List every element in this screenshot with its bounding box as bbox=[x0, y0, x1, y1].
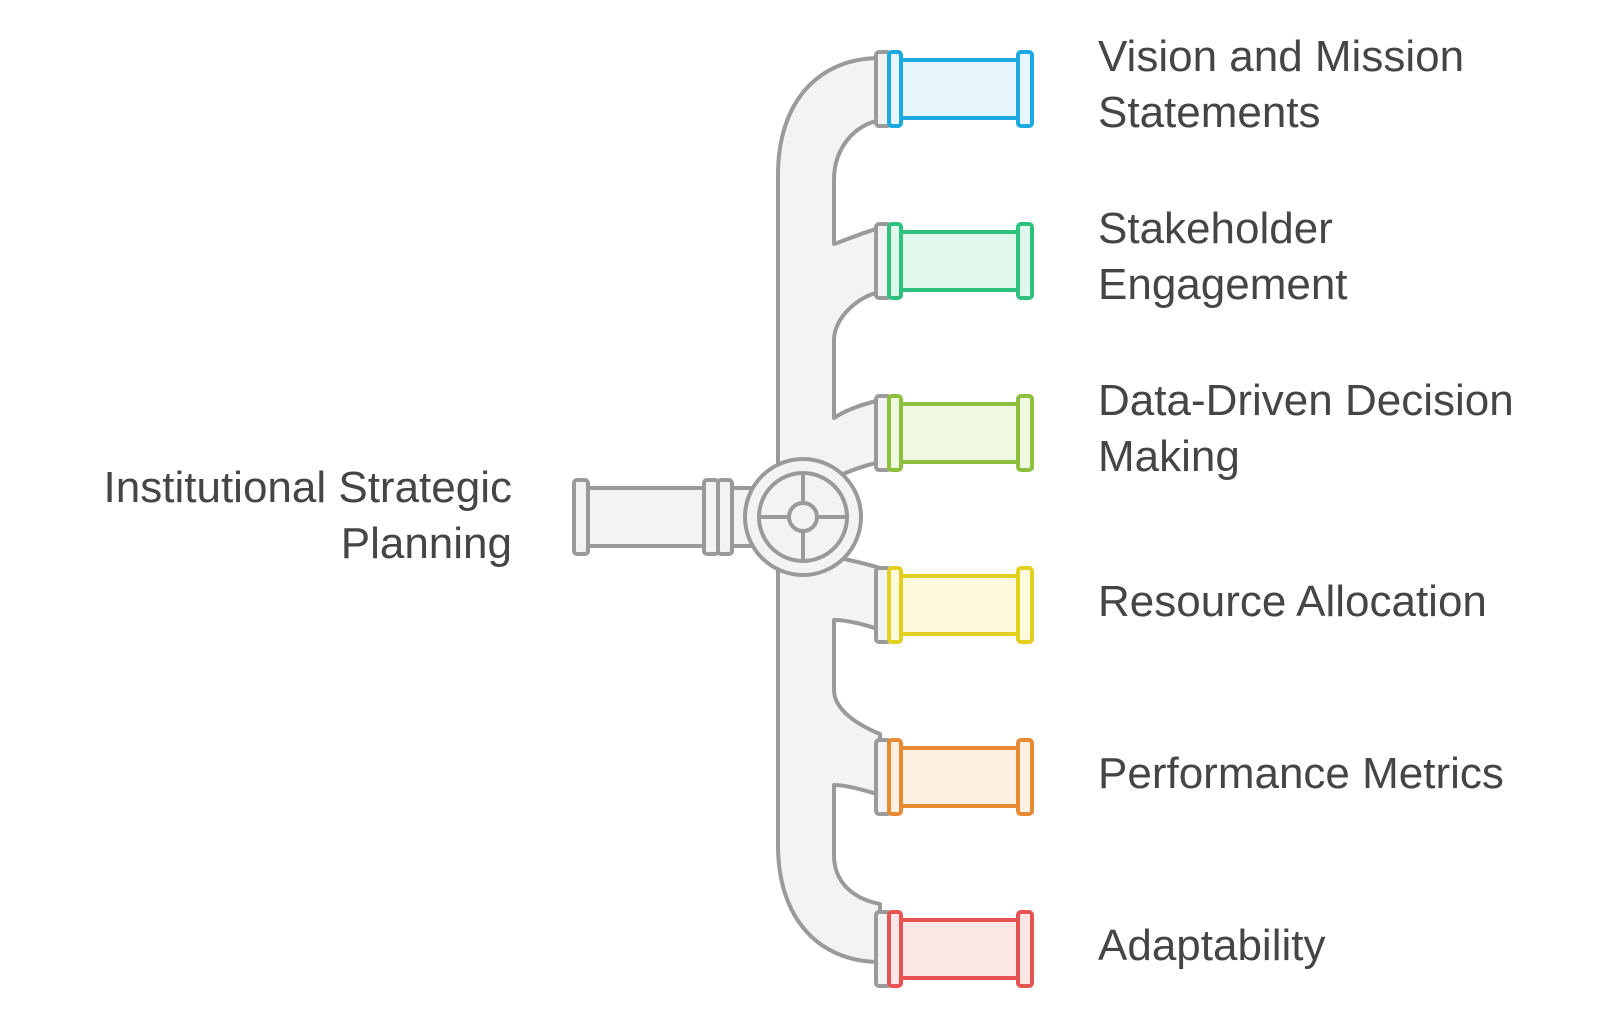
branch-outlet-pipe bbox=[874, 566, 1034, 644]
outlet-end-cap bbox=[1016, 222, 1034, 300]
outlet-inner-flange bbox=[887, 50, 903, 128]
branch-label-line: Statements bbox=[1098, 88, 1321, 137]
branch-label-data-driven: Data-Driven Decision Making bbox=[1098, 373, 1514, 485]
outlet-inner-flange bbox=[887, 738, 903, 816]
branch-label-line: Resource Allocation bbox=[1098, 577, 1487, 626]
outlet-inner-flange bbox=[887, 394, 903, 472]
branch-outlet-pipe bbox=[874, 222, 1034, 300]
source-label-line: Planning bbox=[340, 519, 512, 568]
branch-outlet-pipe bbox=[874, 738, 1034, 816]
branch-label-line: Making bbox=[1098, 432, 1240, 481]
outlet-inner-flange bbox=[887, 910, 903, 988]
branch-label-line: Vision and Mission bbox=[1098, 32, 1465, 81]
outlet-inner-flange bbox=[887, 566, 903, 644]
branch-label-adaptability: Adaptability bbox=[1098, 918, 1325, 974]
branch-label-performance: Performance Metrics bbox=[1098, 746, 1504, 802]
outlet-pipe-body bbox=[898, 918, 1026, 980]
outlet-end-cap bbox=[1016, 738, 1034, 816]
outlet-inner-flange bbox=[887, 222, 903, 300]
outlet-pipe-body bbox=[898, 574, 1026, 636]
valve-wheel-icon bbox=[743, 457, 863, 577]
branch-label-vision-mission: Vision and Mission Statements bbox=[1098, 29, 1464, 141]
branch-label-line: Data-Driven Decision bbox=[1098, 376, 1514, 425]
outlet-end-cap bbox=[1016, 566, 1034, 644]
outlet-end-cap bbox=[1016, 910, 1034, 988]
branch-label-line: Performance Metrics bbox=[1098, 749, 1504, 798]
source-label-line: Institutional Strategic bbox=[103, 463, 512, 512]
branch-outlet-pipe bbox=[874, 50, 1034, 128]
branch-label-line: Adaptability bbox=[1098, 921, 1326, 970]
outlet-pipe-body bbox=[898, 230, 1026, 292]
source-label: Institutional Strategic Planning bbox=[104, 460, 512, 572]
outlet-pipe-body bbox=[898, 746, 1026, 808]
branch-outlet-pipe bbox=[874, 394, 1034, 472]
outlet-pipe-body bbox=[898, 402, 1026, 464]
branch-label-resource: Resource Allocation bbox=[1098, 574, 1487, 630]
branch-outlet-pipe bbox=[874, 910, 1034, 988]
outlet-end-cap bbox=[1016, 50, 1034, 128]
outlet-end-cap bbox=[1016, 394, 1034, 472]
outlet-pipe-body bbox=[898, 58, 1026, 120]
branch-pipes bbox=[874, 50, 1034, 988]
input-pipe bbox=[572, 478, 758, 556]
branch-label-line: Engagement bbox=[1098, 260, 1348, 309]
branch-label-stakeholder: Stakeholder Engagement bbox=[1098, 201, 1348, 313]
branch-label-line: Stakeholder bbox=[1098, 204, 1333, 253]
